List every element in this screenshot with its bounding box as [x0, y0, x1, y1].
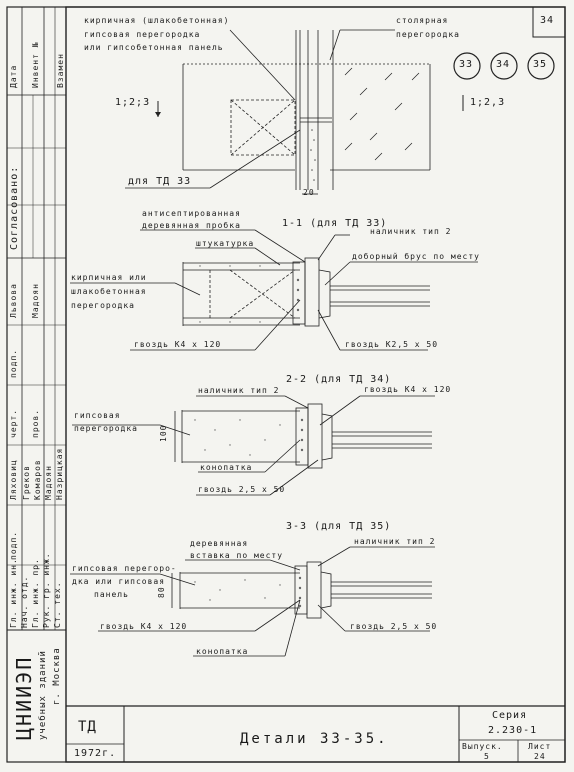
sheet-title: Детали 33-35.	[240, 731, 389, 747]
circle-ref-35: 35	[533, 59, 548, 70]
circle-ref-33: 33	[459, 59, 474, 70]
label-nail-3-right: гвоздь 2,5 х 50	[350, 622, 438, 631]
label-brick: кирпичная (шлакобетонная)	[84, 16, 230, 25]
ref-left: 1;2;3	[115, 97, 151, 108]
strip-name-1: Львова	[9, 283, 18, 318]
section-2-title: 2-2 (для ТД 34)	[286, 374, 392, 385]
circle-ref-34: 34	[496, 59, 511, 70]
label-wall-3b: дка или гипсовая	[72, 577, 166, 586]
label-nail-3-left: гвоздь К4 х 120	[100, 622, 188, 631]
label-nail-2-top: гвоздь К4 х 120	[364, 385, 452, 394]
strip-role-3: Гл. инж. пр.	[31, 558, 40, 628]
strip-role-5: Ст. тех.	[53, 581, 62, 628]
label-plaster: штукатурка	[196, 239, 255, 248]
strip-inv: Инвент №	[31, 41, 40, 88]
label-antiseptic-1: антисептированная	[142, 209, 241, 218]
strip-role-2: Нач. отд.	[20, 575, 29, 628]
year: 1972г.	[74, 748, 117, 759]
org-city: г. Москва	[52, 647, 62, 705]
strip-prov: пров.	[31, 408, 40, 438]
label-caulk-2: конопатка	[200, 463, 253, 472]
label-wall-1a: кирпичная или	[71, 273, 147, 282]
strip-name-6: Мадоян	[44, 465, 53, 500]
label-nail-1-left: гвоздь К4 х 120	[134, 340, 222, 349]
label-wall-2b: перегородка	[74, 424, 138, 433]
dim-20: 20	[303, 188, 315, 197]
strip-role-4: Рук. гр. инж.	[42, 552, 51, 628]
label-wall-2a: гипсовая	[74, 411, 121, 420]
label-insert-2: вставка по месту	[190, 551, 284, 560]
series-label: Серия	[492, 710, 528, 721]
label-casing-2: наличник тип 2	[198, 386, 280, 395]
label-insert-1: деревянная	[190, 539, 249, 548]
label-panel: или гипсобетонная панель	[84, 43, 224, 52]
strip-name-7: Назрицкая	[55, 447, 64, 500]
section-1-title: 1-1 (для ТД 33)	[282, 218, 388, 229]
label-antiseptic-2: деревянная пробка	[142, 221, 241, 230]
label-wall-3c: панель	[94, 590, 129, 599]
dim-100: 100	[159, 424, 168, 442]
strip-podp-2: подп.	[9, 530, 18, 560]
ref-right: 1;2,3	[470, 97, 506, 108]
label-joinery-2: перегородка	[396, 30, 460, 39]
label-casing-3: наличник тип 2	[354, 537, 436, 546]
dim-80: 80	[157, 586, 166, 598]
strip-chert: черт.	[9, 408, 18, 438]
strip-date: Дата	[9, 64, 18, 88]
issue-value: 5	[484, 752, 490, 761]
label-casing-1: наличник тип 2	[370, 227, 452, 236]
strip-agreed: Согласовано:	[9, 165, 20, 250]
strip-name-4: Греков	[22, 465, 31, 500]
label-nail-2-bottom: гвоздь 2,5 х 50	[198, 485, 286, 494]
label-caulk-3: конопатка	[196, 647, 249, 656]
strip-role-1: Гл. инж. ин.	[9, 558, 18, 628]
sheet-label: Лист	[528, 742, 552, 751]
label-gypsum: гипсовая перегородка	[84, 30, 201, 39]
label-wall-1c: перегородка	[71, 301, 135, 310]
for-td-33: для ТД 33	[128, 176, 192, 187]
org-sub: учебных зданий	[38, 650, 48, 740]
section-3-title: 3-3 (для ТД 35)	[286, 521, 392, 532]
strip-podp-1: подп.	[9, 348, 18, 378]
strip-name-3: Ляховиц	[9, 459, 18, 500]
label-extra-bar: доборный брус по месту	[352, 252, 480, 261]
label-wall-1b: шлакобетонная	[71, 287, 147, 296]
page-number: 34	[540, 15, 555, 26]
strip-name-5: Комаров	[33, 459, 42, 500]
strip-name-2: Мадоян	[31, 283, 40, 318]
label-joinery-1: столярная	[396, 16, 449, 25]
strip-vzamen: Взамен	[56, 53, 65, 88]
code-td: ТД	[78, 719, 97, 735]
series-value: 2.230-1	[488, 725, 538, 736]
sheet-value: 24	[534, 752, 546, 761]
label-wall-3a: гипсовая перегоро-	[72, 564, 177, 573]
org-name: ЦНИИЭП	[12, 655, 36, 740]
label-nail-1-right: гвоздь К2,5 х 50	[345, 340, 439, 349]
issue-label: Выпуск.	[462, 742, 503, 751]
